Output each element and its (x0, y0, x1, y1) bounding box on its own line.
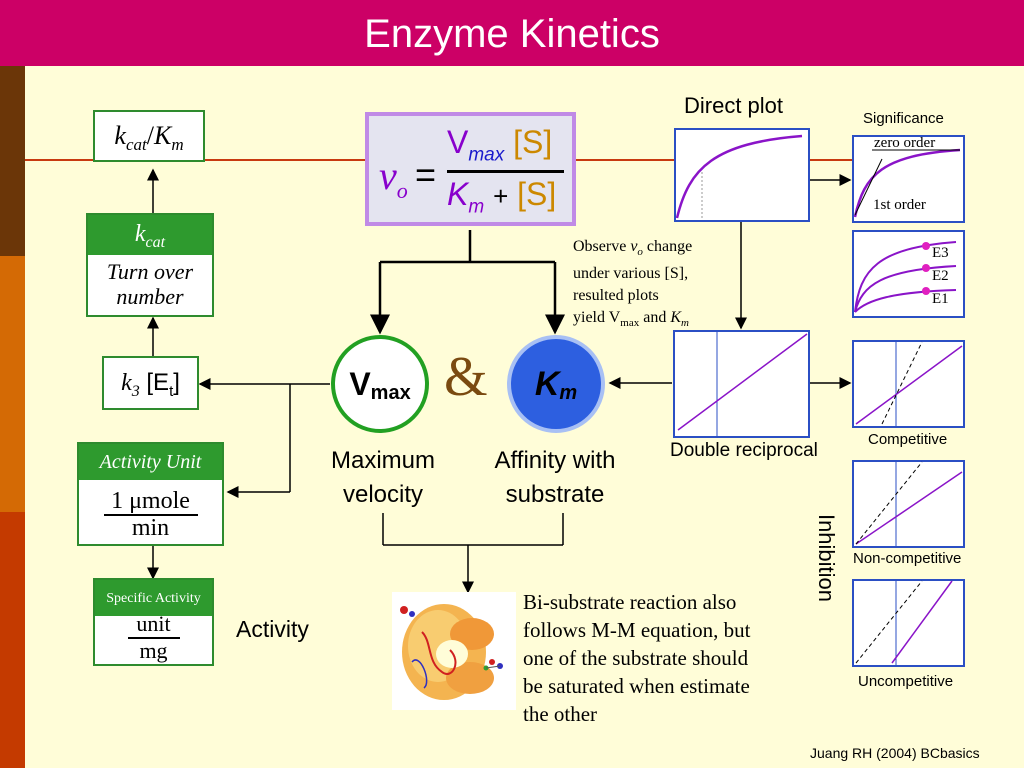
direct-plot (674, 128, 810, 222)
kcat-cat: cat (145, 233, 166, 251)
significance-plot (852, 135, 965, 223)
observe-line1: Observe vo change (573, 238, 693, 259)
equation-numerator: Vmax [S] (447, 124, 552, 166)
k3-k: k (121, 370, 132, 396)
observe-line4: yield Vmax and Km (573, 309, 689, 330)
uncompetitive-plot (852, 579, 965, 667)
km-circle: Km (507, 335, 605, 433)
vmax-description: Maximum velocity (303, 444, 463, 512)
competitive-label: Competitive (868, 431, 948, 448)
km-K: K (534, 365, 560, 403)
km-label-line2: substrate (505, 481, 605, 508)
km-description: Affinity with substrate (470, 444, 640, 512)
bisubstrate-note: Bi-substrate reaction also follows M-M e… (523, 588, 750, 728)
specific-activity-box: Specific Activity unit mg (93, 578, 214, 666)
vmax-label-line1: Maximum (330, 447, 435, 474)
k3-et-box: k3 [Et] (102, 356, 199, 410)
michaelis-menten-equation: vo = Vmax [S] Km + [S] (365, 112, 576, 226)
specific-activity-fraction-bar (127, 637, 180, 639)
activity-unit-box: Activity Unit 1 μmole min (77, 442, 224, 546)
activity-unit-numerator: 1 μmole (111, 488, 190, 514)
equation-plus: + (493, 181, 509, 211)
competitive-plot (852, 340, 965, 428)
non-competitive-label: Non-competitive (853, 550, 962, 567)
observe-line2: under various [S], (573, 265, 689, 283)
equation-v-sub: o (396, 178, 408, 203)
et-close: ] (173, 369, 180, 396)
observe-note: Observe vo change under various [S], res… (573, 236, 692, 334)
equation-fraction-bar (447, 170, 564, 173)
kcat-km-m: m (171, 135, 184, 155)
k3-sub: 3 (131, 382, 140, 400)
inhibition-label: Inhibition (814, 513, 839, 603)
equation-s-top: [S] (513, 124, 553, 160)
e3-label: E3 (932, 245, 949, 261)
slide-title: Enzyme Kinetics (364, 12, 660, 56)
kcat-km-box: kcat/Km (93, 110, 205, 162)
vmax-sub: max (370, 382, 411, 405)
kcat-k: k (134, 221, 146, 247)
kcat-km-cat: cat (125, 135, 147, 155)
kcat-km-slash: / (146, 121, 154, 150)
observe-line3: resulted plots (573, 287, 659, 305)
vmax-circle: Vmax (331, 335, 429, 433)
activity-unit-header: Activity Unit (79, 444, 222, 480)
kcat-km-K: K (153, 121, 172, 150)
left-stripe-red (0, 512, 25, 768)
ampersand: & (444, 346, 488, 408)
enzyme-concentration-plot (852, 230, 965, 318)
turn-over-line1: Turn over (106, 259, 194, 284)
bisubstrate-line2: follows M-M equation, but (523, 618, 751, 642)
kcat-box: kcat Turn over number (86, 213, 214, 317)
non-competitive-plot (852, 460, 965, 548)
equation-s-bottom: [S] (517, 176, 557, 212)
significance-title: Significance (863, 110, 944, 127)
et-t: t (169, 382, 174, 400)
left-stripe-brown (0, 66, 25, 256)
equation-v: vo (379, 153, 408, 203)
left-stripe-orange (0, 256, 25, 512)
vmax-V: V (349, 366, 371, 402)
double-reciprocal-label: Double reciprocal (670, 440, 818, 461)
double-reciprocal-plot (673, 330, 810, 438)
km-label-line1: Affinity with (494, 447, 616, 474)
uncompetitive-label: Uncompetitive (858, 673, 954, 690)
enzyme-structure-icon (392, 592, 516, 710)
kcat-km-k: k (114, 121, 126, 150)
equation-K-sub: m (468, 196, 485, 218)
equation-denominator: Km + [S] (447, 176, 556, 218)
bisubstrate-line4: be saturated when estimate (523, 674, 750, 698)
credit: Juang RH (2004) BCbasics (810, 745, 980, 761)
specific-activity-header: Specific Activity (95, 580, 212, 616)
specific-activity-numerator: unit (136, 611, 171, 636)
vmax-label-line2: velocity (342, 481, 424, 508)
bisubstrate-line3: one of the substrate should (523, 646, 749, 670)
turn-over-line2: number (116, 284, 184, 309)
e2-label: E2 (932, 268, 949, 284)
equation-equals: = (415, 154, 437, 195)
equation-vmax-V: V (447, 124, 469, 160)
kcat-header: kcat (88, 215, 212, 255)
equation-vmax-sub: max (468, 144, 505, 166)
activity-label: Activity (236, 616, 309, 642)
et-open: [E (146, 369, 170, 396)
first-order-label: 1st order (873, 197, 926, 213)
bisubstrate-line1: Bi-substrate reaction also (523, 590, 737, 614)
title-bar (0, 0, 1024, 66)
specific-activity-denominator: mg (139, 637, 168, 663)
zero-order-label: zero order (874, 135, 936, 151)
equation-K: K (447, 176, 469, 212)
activity-unit-fraction-bar (103, 514, 198, 516)
activity-unit-denominator: min (131, 514, 170, 541)
e1-label: E1 (932, 291, 949, 307)
km-m: m (559, 382, 578, 405)
bisubstrate-line5: the other (523, 702, 598, 726)
direct-plot-title: Direct plot (684, 93, 784, 118)
